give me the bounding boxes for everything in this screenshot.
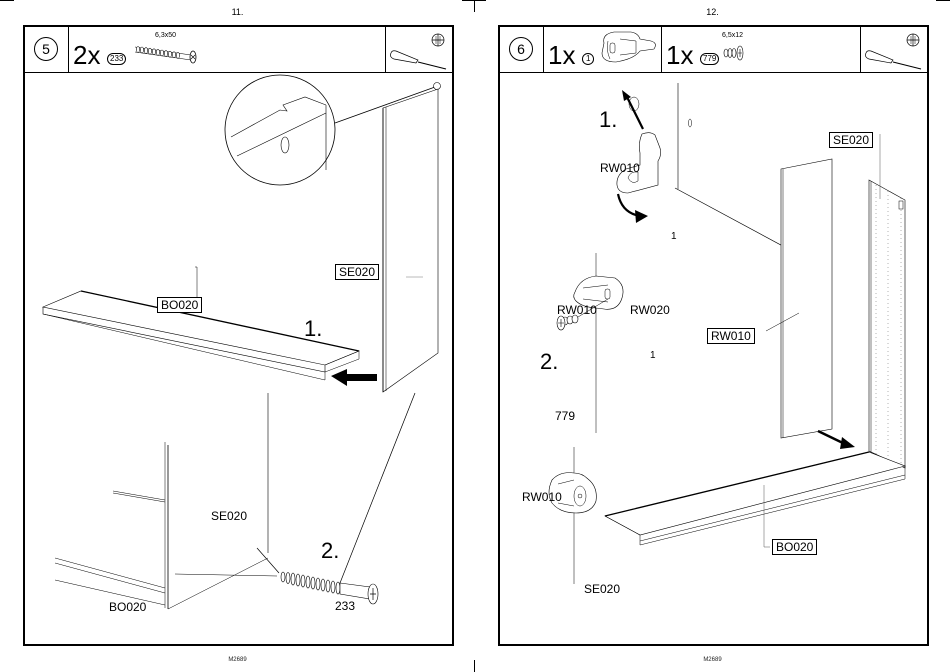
left-page-line-art bbox=[41, 74, 441, 610]
short-screw-icon bbox=[723, 45, 744, 61]
parts-cell: 2x 233 6,3x50 bbox=[69, 27, 386, 72]
push-arrow bbox=[331, 369, 377, 386]
phillips-screwdriver-icon bbox=[865, 33, 922, 70]
step-number: 5 bbox=[34, 37, 58, 61]
crop-mark bbox=[474, 0, 475, 12]
step-header: 6 1x 1 1x 779 6,5x12 bbox=[500, 27, 927, 73]
substep-1: 1. bbox=[304, 316, 323, 341]
part-label-se020: SE020 bbox=[335, 264, 380, 280]
part-label-se020: SE020 bbox=[829, 132, 874, 148]
page-number: 12. bbox=[706, 7, 719, 17]
part-label-bo020: BO020 bbox=[772, 539, 818, 555]
step-header: 5 2x 233 6,3x50 bbox=[25, 27, 452, 73]
step-frame: 6 1x 1 1x 779 6,5x12 bbox=[498, 25, 929, 646]
bracket-rw020-drawing bbox=[573, 275, 624, 310]
tool-cell bbox=[861, 27, 927, 72]
assembly-drawing: 1. RW010 1 SE020 RW010 RW020 1 2. RW010 … bbox=[500, 73, 927, 644]
substep-2: 2. bbox=[540, 349, 559, 374]
part-label-bo020-detail: BO020 bbox=[109, 600, 147, 614]
part-quantity: 2x bbox=[73, 40, 101, 70]
part-id-badge: 1 bbox=[582, 53, 595, 65]
part-cell-screw: 1x 779 6,5x12 bbox=[662, 27, 861, 72]
side-panel-se020 bbox=[868, 179, 906, 469]
slide-arrow bbox=[840, 437, 855, 449]
part-ref-1: 1 bbox=[650, 350, 656, 361]
part-ref-1: 1 bbox=[671, 231, 677, 242]
manual-page-12: 12. 6 1x 1 1x 779 6,5x12 bbox=[475, 0, 950, 672]
part-label-rw010: RW010 bbox=[557, 303, 597, 317]
substep-1: 1. bbox=[599, 107, 618, 132]
lift-arrow bbox=[622, 90, 631, 101]
step-number-cell: 6 bbox=[500, 27, 544, 72]
assembly-drawing: SE020 BO020 1. SE020 2. BO020 233 bbox=[25, 73, 452, 644]
part-label-rw010: RW010 bbox=[600, 161, 640, 175]
part-dimension: 6,3x50 bbox=[155, 32, 177, 39]
part-label-bo020: BO020 bbox=[157, 297, 203, 313]
rotate-arrow bbox=[635, 210, 648, 223]
document-code: M2689 bbox=[228, 657, 247, 663]
back-panel-rw010 bbox=[780, 158, 833, 439]
right-page-line-art bbox=[548, 83, 906, 584]
part-label-se020: SE020 bbox=[584, 582, 621, 596]
crop-mark bbox=[0, 0, 14, 1]
tool-cell bbox=[386, 27, 452, 72]
part-label-rw010: RW010 bbox=[707, 328, 755, 344]
shelf-bracket-icon bbox=[601, 31, 656, 63]
part-id-badge: 779 bbox=[700, 53, 720, 65]
detail-zoom-circle bbox=[224, 74, 336, 186]
part-quantity: 1x bbox=[666, 40, 694, 70]
part-dimension: 6,5x12 bbox=[722, 32, 744, 39]
step-frame: 5 2x 233 6,3x50 bbox=[23, 25, 454, 646]
part-label-rw010: RW010 bbox=[522, 490, 562, 504]
manual-page-11: 11. 5 2x 233 6,3x50 bbox=[23, 7, 454, 663]
bottom-shelf-bo020 bbox=[604, 451, 906, 536]
screw-label-233: 233 bbox=[335, 599, 356, 613]
part-cell-bracket: 1x 1 bbox=[544, 27, 662, 72]
crop-mark bbox=[474, 660, 475, 672]
part-id-badge: 233 bbox=[107, 53, 127, 65]
step-number-cell: 5 bbox=[25, 27, 69, 72]
part-label-se020-detail: SE020 bbox=[211, 509, 248, 523]
page-number: 11. bbox=[231, 7, 244, 17]
crop-mark bbox=[936, 0, 950, 1]
part-label-rw020: RW020 bbox=[630, 303, 670, 317]
phillips-screwdriver-icon bbox=[390, 33, 447, 70]
screw-779-drawing bbox=[556, 314, 579, 331]
substep-2: 2. bbox=[321, 538, 340, 563]
part-quantity: 1x bbox=[548, 40, 576, 70]
screw-icon bbox=[134, 46, 197, 64]
document-code: M2689 bbox=[703, 657, 722, 663]
screw-label-779: 779 bbox=[555, 409, 576, 423]
screw-233-drawing bbox=[280, 571, 379, 605]
step-number: 6 bbox=[509, 37, 533, 61]
